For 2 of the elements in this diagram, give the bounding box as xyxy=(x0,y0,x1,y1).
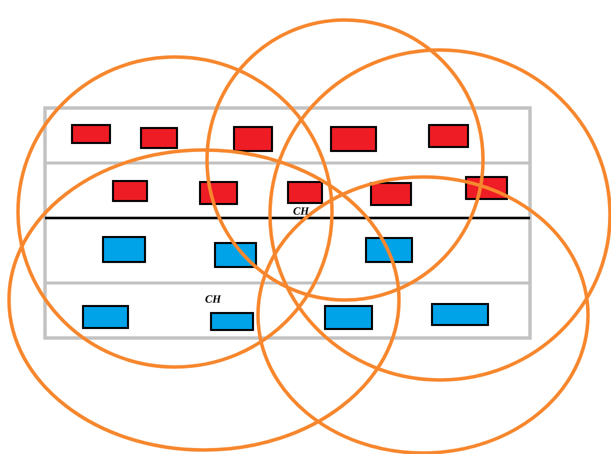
cluster-head-label: CH xyxy=(205,295,222,303)
cluster-head-label: CH xyxy=(293,207,310,215)
